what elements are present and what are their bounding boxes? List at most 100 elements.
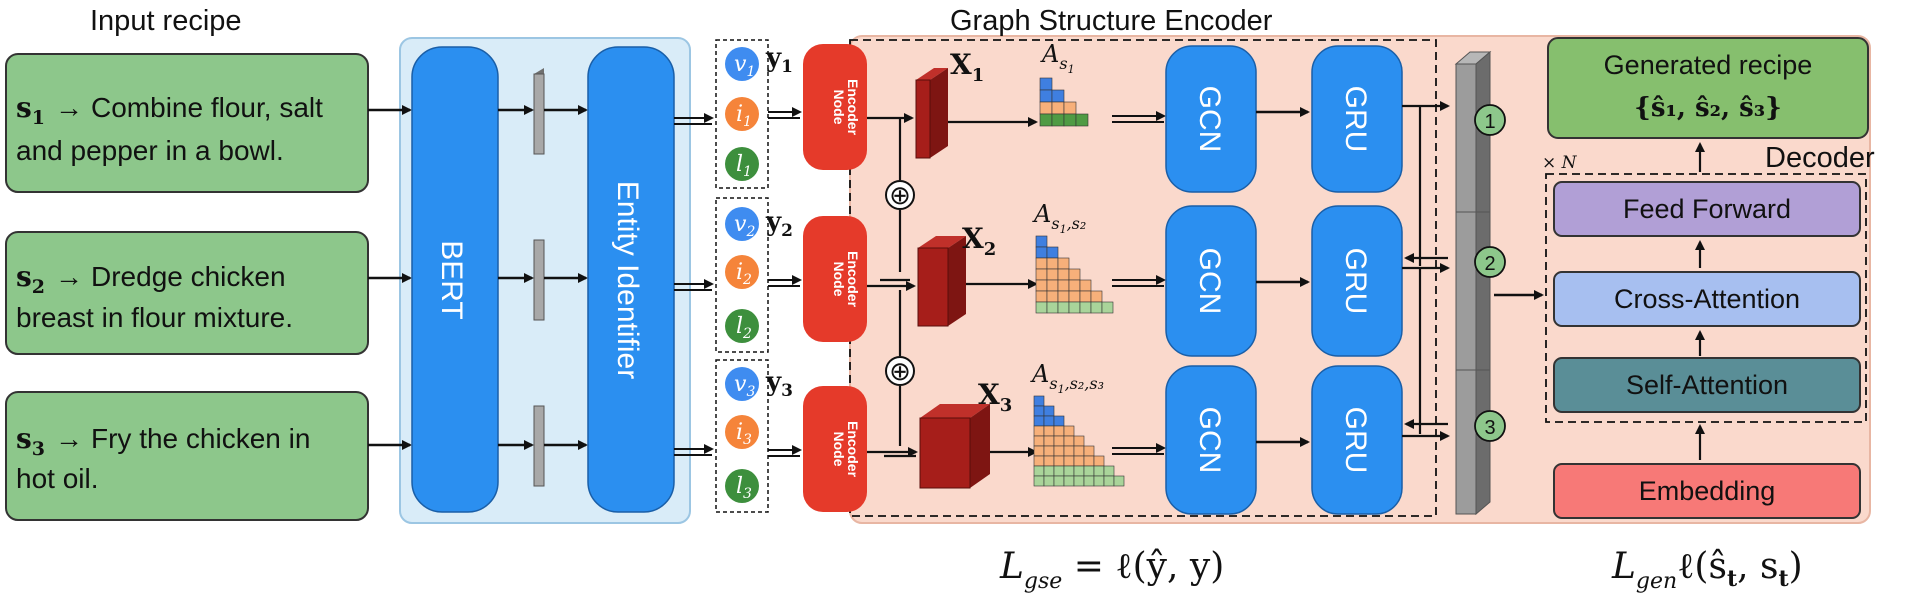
- adj-cell: [1083, 445, 1095, 457]
- adj-cell: [1033, 425, 1045, 437]
- step-text-line2: and pepper in a bowl.: [16, 135, 284, 166]
- step-label: s: [16, 91, 32, 124]
- svg-text:GRU: GRU: [1339, 86, 1372, 153]
- step-box-2: s2→Dredge chicken breast in flour mixtur…: [5, 231, 369, 355]
- adj-cell: [1033, 475, 1045, 487]
- svg-text:Cross-Attention: Cross-Attention: [1614, 284, 1800, 314]
- adj-cell: [1046, 268, 1059, 281]
- svg-text:Node: Node: [831, 432, 847, 467]
- step-box-3: s3→Fry the chicken in hot oil.: [5, 391, 369, 521]
- adj-cell: [1057, 279, 1070, 292]
- cube-to-adj-arrows: [948, 117, 1038, 457]
- adjacency-matrix-3: [1033, 395, 1125, 487]
- entity-v: [725, 207, 759, 241]
- entity-group-2: v2 i2 l2 y2: [715, 197, 793, 353]
- step-text-line2: breast in flour mixture.: [16, 302, 293, 333]
- adj-cell: [1103, 475, 1115, 487]
- adj-cell: [1057, 257, 1070, 270]
- gcn-to-gru-arrows: [1256, 107, 1310, 447]
- adj-cell: [1053, 465, 1065, 477]
- adj-cell: [1073, 455, 1085, 467]
- svg-text:v3: v3: [734, 372, 755, 400]
- entity-to-groups-arrows: [674, 113, 714, 456]
- adj-cell: [1063, 435, 1075, 447]
- entity-identifier-label: Entity Identifier: [611, 181, 644, 379]
- entity-v: [725, 367, 759, 401]
- adj-cell: [1063, 425, 1075, 437]
- adj-cell: [1103, 465, 1115, 477]
- times-n-label: × N: [1542, 153, 1578, 173]
- adj-cell: [1073, 465, 1085, 477]
- svg-text:3: 3: [1484, 417, 1495, 439]
- svg-text:Generated recipe: Generated recipe: [1604, 50, 1813, 80]
- gru-block-2: GRU: [1311, 205, 1403, 357]
- svg-text:l3: l3: [736, 474, 752, 502]
- adj-cell: [1057, 301, 1070, 314]
- x-label: X2: [962, 222, 996, 260]
- adj-cell: [1053, 455, 1065, 467]
- adj-label-2: As1,s₂: [1032, 200, 1086, 236]
- gru-block-1: GRU: [1311, 45, 1403, 193]
- cross-attention-box: Cross-Attention: [1553, 271, 1861, 327]
- adj-cell: [1043, 435, 1055, 447]
- adj-cell: [1093, 465, 1105, 477]
- gru-to-memory-arrows: [1402, 101, 1450, 441]
- adj-cell: [1093, 455, 1105, 467]
- adj-cell: [1043, 405, 1055, 417]
- adj-cell: [1063, 475, 1075, 487]
- adj-cell: [1068, 301, 1081, 314]
- adj-cell: [1063, 101, 1077, 115]
- step-text-line2: hot oil.: [16, 463, 99, 494]
- x-cube-2: X2: [917, 222, 996, 327]
- adj-cell: [1043, 445, 1055, 457]
- adj-cell: [1043, 425, 1055, 437]
- adj-cell: [1063, 113, 1077, 127]
- embedding-box: Embedding: [1553, 463, 1861, 519]
- adj-cell: [1033, 465, 1045, 477]
- svg-text:GCN: GCN: [1193, 248, 1226, 315]
- adj-cell: [1053, 445, 1065, 457]
- svg-text:s1→Combine flour, salt: s1→Combine flour, salt: [16, 91, 323, 129]
- adj-cell: [1073, 445, 1085, 457]
- adj-cell: [1043, 475, 1055, 487]
- adj-cell: [1033, 395, 1045, 407]
- svg-text:GCN: GCN: [1193, 407, 1226, 474]
- adj-cell: [1035, 235, 1048, 248]
- adj-cell: [1057, 290, 1070, 303]
- gcn-block-2: GCN: [1165, 205, 1257, 357]
- entity-l: [725, 469, 759, 503]
- adj-label-1: As1: [1040, 40, 1075, 76]
- adj-label-3: As1,s₂,s₃: [1030, 360, 1104, 396]
- gru-block-3: GRU: [1311, 365, 1403, 515]
- adj-cell: [1075, 113, 1089, 127]
- bert-block: BERT: [411, 46, 499, 513]
- bert-feature-bars: [498, 68, 588, 487]
- encoder-cube-connectors: [867, 113, 918, 458]
- adj-cell: [1035, 257, 1048, 270]
- svg-text:GRU: GRU: [1339, 407, 1372, 474]
- adj-cell: [1033, 415, 1045, 427]
- entity-v: [725, 47, 759, 81]
- svg-text:Self-Attention: Self-Attention: [1626, 370, 1788, 400]
- adj-cell: [1035, 268, 1048, 281]
- adj-cell: [1063, 445, 1075, 457]
- svg-text:1: 1: [1484, 111, 1495, 133]
- feature-bar: [533, 239, 545, 321]
- node-encoder-2: Node Encoder: [803, 216, 867, 342]
- y-label: y2: [765, 207, 793, 241]
- adj-cell: [1090, 290, 1103, 303]
- feed-forward-box: Feed Forward: [1553, 181, 1861, 237]
- adj-cell: [1043, 455, 1055, 467]
- adj-cell: [1035, 246, 1048, 259]
- svg-text:s3→Fry the chicken in: s3→Fry the chicken in: [16, 422, 310, 460]
- svg-text:Encoder: Encoder: [845, 79, 861, 136]
- svg-text:GCN: GCN: [1193, 86, 1226, 153]
- plus-circle: ⊕: [885, 180, 915, 210]
- svg-text:Encoder: Encoder: [845, 251, 861, 308]
- adj-cell: [1053, 435, 1065, 447]
- adj-cell: [1046, 301, 1059, 314]
- x-cube-1: X1: [915, 48, 984, 159]
- svg-text:⊕: ⊕: [889, 180, 911, 210]
- adj-cell: [1046, 246, 1059, 259]
